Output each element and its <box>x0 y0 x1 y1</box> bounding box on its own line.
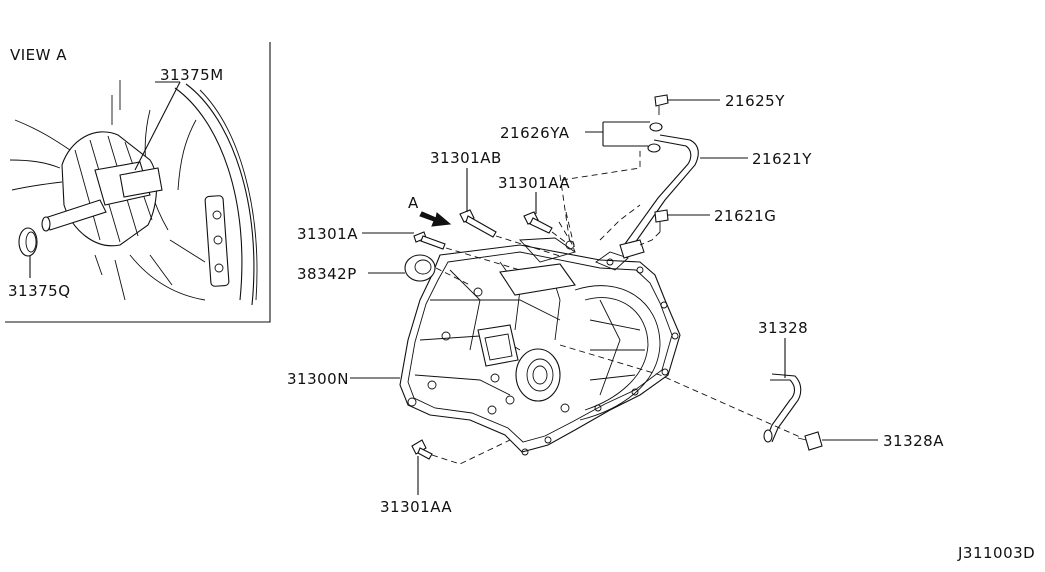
leader-31375M-diag <box>134 81 181 171</box>
inset-title: VIEW A <box>10 46 67 64</box>
inset-housing-drawing <box>9 80 258 306</box>
bolt-31301A-drawing <box>413 231 446 250</box>
label-31301AB: 31301AB <box>430 149 502 167</box>
label-31301A: 31301A <box>297 225 358 243</box>
bolt-31301AB-drawing <box>459 209 497 238</box>
label-21625Y: 21625Y <box>725 92 785 110</box>
view-a-arrow: A <box>408 194 452 227</box>
clip-31328A-drawing <box>797 431 823 451</box>
view-arrow-label: A <box>408 194 419 212</box>
assembly-dashed-lines <box>431 150 801 465</box>
label-21621Y: 21621Y <box>752 150 812 168</box>
label-31375M: 31375M <box>160 66 224 84</box>
transmission-case-drawing <box>399 237 681 456</box>
label-31328A: 31328A <box>883 432 944 450</box>
view-a-inset: VIEW A <box>5 42 271 323</box>
label-31328: 31328 <box>758 319 808 337</box>
label-31375Q: 31375Q <box>8 282 71 300</box>
breather-pipe-drawing <box>619 94 699 259</box>
hose-31328-drawing <box>763 373 802 443</box>
bolt-31301AA-bottom-drawing <box>411 439 433 460</box>
seal-ring-drawing <box>18 227 38 257</box>
label-21626YA: 21626YA <box>500 124 570 142</box>
diagram-id: J311003D <box>957 544 1035 562</box>
label-31301AA-bottom: 31301AA <box>380 498 452 516</box>
inset-frame <box>5 42 271 323</box>
label-38342P: 38342P <box>297 265 357 283</box>
bolt-31301AA-top-drawing <box>523 211 553 234</box>
label-21621G: 21621G <box>714 207 776 225</box>
inset-clutch-fork <box>41 131 163 247</box>
label-31301AA-top: 31301AA <box>498 174 570 192</box>
label-31300N: 31300N <box>287 370 349 388</box>
seal-38342P-drawing <box>404 254 436 282</box>
